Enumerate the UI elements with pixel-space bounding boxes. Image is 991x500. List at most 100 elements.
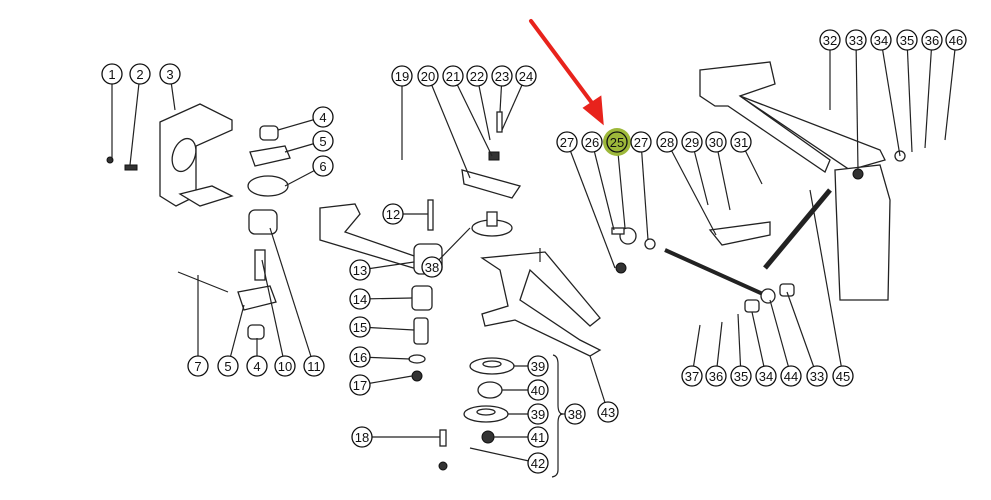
callout-label: 6 — [319, 159, 326, 174]
callout-25[interactable]: 25 — [603, 128, 631, 156]
callout-label: 39 — [531, 359, 545, 374]
callout-6[interactable]: 6 — [312, 155, 334, 177]
callout-19[interactable]: 19 — [391, 65, 413, 87]
callout-10[interactable]: 10 — [274, 355, 296, 377]
callout-label: 21 — [446, 69, 460, 84]
callout-4[interactable]: 4 — [246, 355, 268, 377]
callout-23[interactable]: 23 — [491, 65, 513, 87]
callout-label: 34 — [759, 369, 773, 384]
callout-label: 20 — [421, 69, 435, 84]
callout-27[interactable]: 27 — [556, 131, 578, 153]
callout-label: 13 — [353, 263, 367, 278]
callout-13[interactable]: 13 — [349, 259, 371, 281]
callout-label: 33 — [810, 369, 824, 384]
callout-33[interactable]: 33 — [806, 365, 828, 387]
callout-33[interactable]: 33 — [845, 29, 867, 51]
callout-27[interactable]: 27 — [630, 131, 652, 153]
callout-29[interactable]: 29 — [681, 131, 703, 153]
callout-1[interactable]: 1 — [101, 63, 123, 85]
callout-label: 30 — [709, 135, 723, 150]
callout-36[interactable]: 36 — [921, 29, 943, 51]
callout-45[interactable]: 45 — [832, 365, 854, 387]
leader-line — [855, 39, 859, 171]
callout-label: 15 — [353, 320, 367, 335]
callout-35[interactable]: 35 — [896, 29, 918, 51]
callout-label: 36 — [925, 33, 939, 48]
callout-label: 33 — [849, 33, 863, 48]
callout-38[interactable]: 38 — [421, 256, 443, 278]
leader-line — [924, 39, 933, 149]
callout-14[interactable]: 14 — [349, 288, 371, 310]
callout-5[interactable]: 5 — [312, 130, 334, 152]
callout-39[interactable]: 39 — [527, 403, 549, 425]
leader-line — [640, 141, 649, 241]
leader-line — [476, 75, 491, 141]
callout-35[interactable]: 35 — [730, 365, 752, 387]
callout-22[interactable]: 22 — [466, 65, 488, 87]
callout-label: 27 — [634, 135, 648, 150]
group-bracket — [551, 354, 564, 478]
callout-label: 2 — [136, 67, 143, 82]
callout-11[interactable]: 11 — [303, 355, 325, 377]
callout-46[interactable]: 46 — [945, 29, 967, 51]
callout-28[interactable]: 28 — [656, 131, 678, 153]
callout-34[interactable]: 34 — [755, 365, 777, 387]
callout-17[interactable]: 17 — [349, 374, 371, 396]
callout-label: 18 — [355, 430, 369, 445]
callout-37[interactable]: 37 — [681, 365, 703, 387]
callout-36[interactable]: 36 — [705, 365, 727, 387]
callout-label: 12 — [386, 207, 400, 222]
callout-41[interactable]: 41 — [527, 426, 549, 448]
callout-label: 4 — [319, 110, 326, 125]
leader-line — [809, 189, 844, 377]
callout-34[interactable]: 34 — [870, 29, 892, 51]
callout-31[interactable]: 31 — [730, 131, 752, 153]
callout-39[interactable]: 39 — [527, 355, 549, 377]
leader-line — [769, 299, 792, 377]
callout-44[interactable]: 44 — [780, 365, 802, 387]
callout-label: 5 — [319, 134, 326, 149]
callout-label: 26 — [585, 135, 599, 150]
leader-line — [591, 141, 615, 231]
callout-42[interactable]: 42 — [527, 452, 549, 474]
callout-label: 38 — [568, 407, 582, 422]
callout-2[interactable]: 2 — [129, 63, 151, 85]
callout-7[interactable]: 7 — [187, 355, 209, 377]
callout-12[interactable]: 12 — [382, 203, 404, 225]
callout-label: 35 — [734, 369, 748, 384]
part-drawings — [106, 61, 906, 471]
callout-18[interactable]: 18 — [351, 426, 373, 448]
callout-label: 32 — [823, 33, 837, 48]
callout-43[interactable]: 43 — [597, 401, 619, 423]
callout-38[interactable]: 38 — [564, 403, 586, 425]
leader-line — [616, 141, 626, 229]
leader-lines — [111, 39, 957, 478]
callout-label: 43 — [601, 405, 615, 420]
leader-line — [751, 311, 767, 377]
leader-line — [880, 39, 901, 157]
callout-40[interactable]: 40 — [527, 379, 549, 401]
callout-20[interactable]: 20 — [417, 65, 439, 87]
callout-3[interactable]: 3 — [159, 63, 181, 85]
callout-21[interactable]: 21 — [442, 65, 464, 87]
callout-label: 25 — [610, 135, 624, 150]
callout-26[interactable]: 26 — [581, 131, 603, 153]
callout-15[interactable]: 15 — [349, 316, 371, 338]
callout-4[interactable]: 4 — [312, 106, 334, 128]
leader-line — [261, 259, 286, 367]
leader-line — [469, 447, 539, 464]
callout-30[interactable]: 30 — [705, 131, 727, 153]
callout-label: 36 — [709, 369, 723, 384]
callout-32[interactable]: 32 — [819, 29, 841, 51]
leader-line — [666, 141, 717, 236]
callout-label: 14 — [353, 292, 367, 307]
callout-label: 1 — [108, 67, 115, 82]
leader-line — [566, 141, 616, 269]
callout-24[interactable]: 24 — [515, 65, 537, 87]
callout-16[interactable]: 16 — [349, 346, 371, 368]
callout-5[interactable]: 5 — [217, 355, 239, 377]
leader-line — [427, 75, 471, 179]
